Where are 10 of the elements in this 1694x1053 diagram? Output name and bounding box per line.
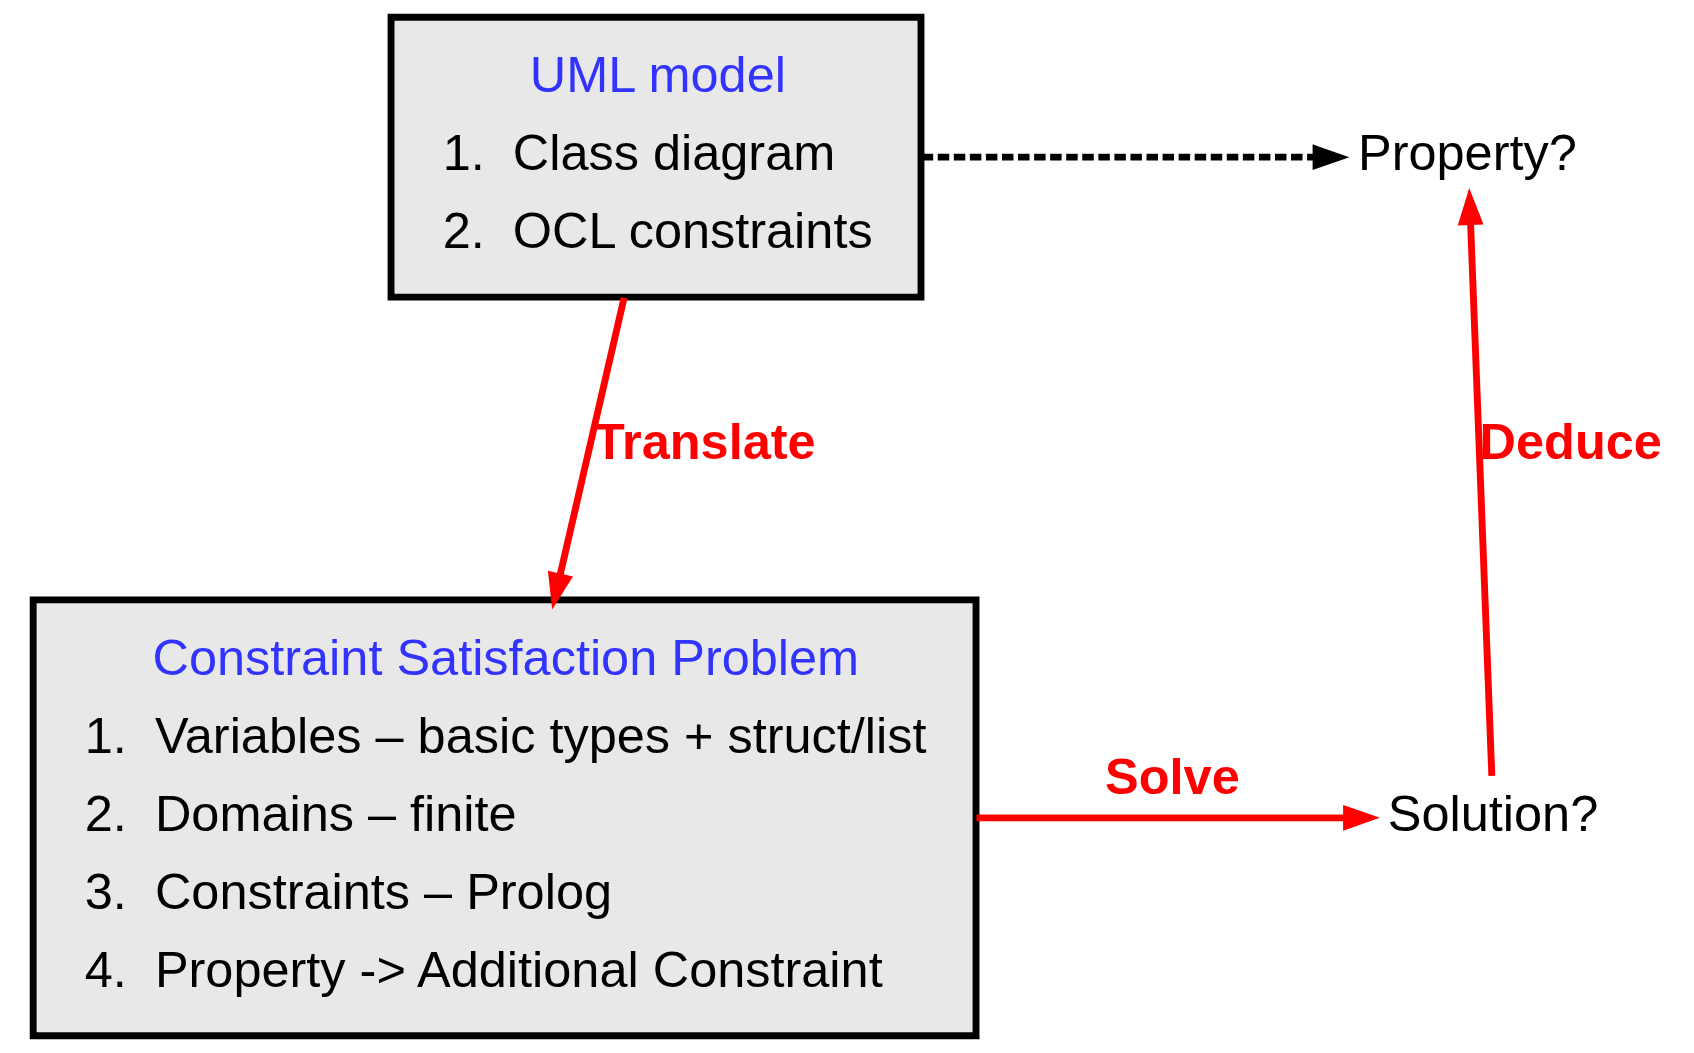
node-text: Property? bbox=[1358, 124, 1577, 181]
arrow bbox=[547, 297, 628, 610]
edge-label: Solve bbox=[1105, 747, 1240, 805]
edge-label: Translate bbox=[594, 413, 816, 471]
node-text: Solution? bbox=[1387, 784, 1599, 842]
node-box: UML model 1. Class diagram 2. OCL constraints bbox=[387, 13, 925, 301]
node-box: Constraint Satisfaction Problem 1. Variables – basic types + struct/list 2. Domains – finite 3. Constraints – Prolog 4. Property -> Additional Constraint bbox=[29, 596, 980, 1040]
arrow bbox=[921, 144, 1350, 171]
arrow bbox=[976, 804, 1380, 831]
edge-label: Deduce bbox=[1479, 413, 1662, 471]
